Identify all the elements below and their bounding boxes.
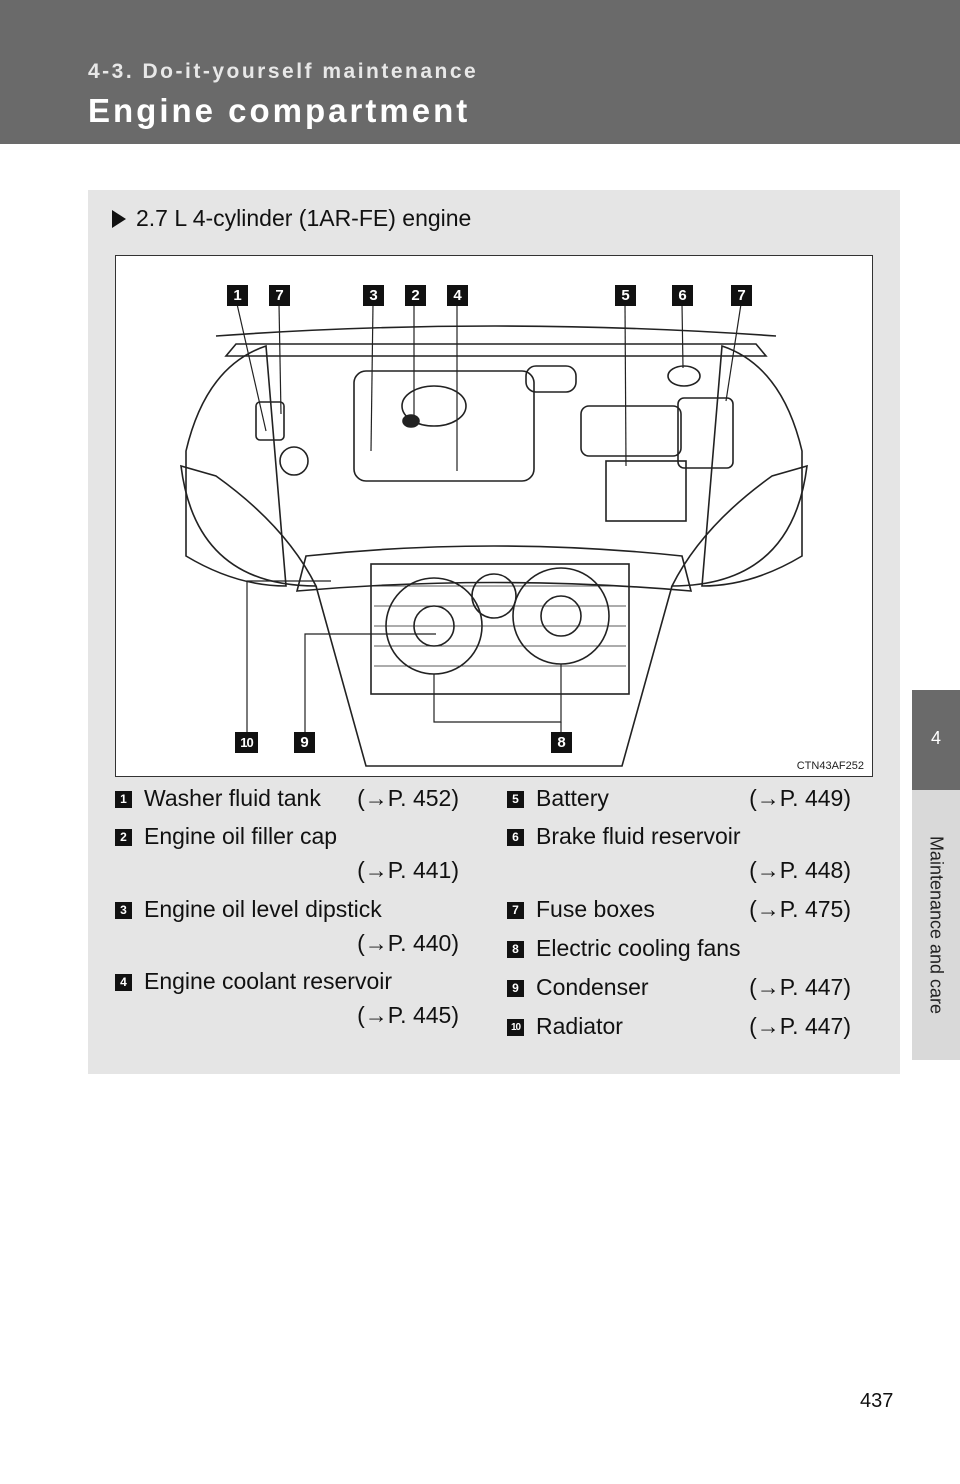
engine-illustration: 1 7 3 2 4 5 6 7 10 9 8 CTN43AF252 bbox=[115, 255, 873, 777]
marker-1: 1 bbox=[227, 285, 248, 306]
engine-subheading: 2.7 L 4-cylinder (1AR-FE) engine bbox=[112, 205, 471, 232]
engine-drawing bbox=[180, 303, 808, 767]
chapter-tab: 4 bbox=[912, 690, 960, 790]
marker-6: 6 bbox=[672, 285, 693, 306]
marker-2: 2 bbox=[405, 285, 426, 306]
page-header: 4-3. Do-it-yourself maintenance Engine c… bbox=[0, 0, 960, 144]
marker-3: 3 bbox=[363, 285, 384, 306]
chapter-strip bbox=[912, 790, 960, 1060]
marker-4: 4 bbox=[447, 285, 468, 306]
figure-code: CTN43AF252 bbox=[796, 760, 864, 772]
marker-7: 7 bbox=[269, 285, 290, 306]
marker-8: 8 bbox=[551, 732, 572, 753]
triangle-bullet-icon bbox=[112, 210, 126, 228]
page-title: Engine compartment bbox=[88, 92, 471, 129]
page-number: 437 bbox=[860, 1390, 894, 1412]
marker-9: 9 bbox=[294, 732, 315, 753]
section-title: 4-3. Do-it-yourself maintenance bbox=[88, 60, 479, 83]
marker-10: 10 bbox=[235, 732, 258, 753]
chapter-number: 4 bbox=[930, 728, 941, 748]
marker-5: 5 bbox=[615, 285, 636, 306]
marker-7b: 7 bbox=[731, 285, 752, 306]
chapter-label: Maintenance and care bbox=[926, 835, 947, 1015]
